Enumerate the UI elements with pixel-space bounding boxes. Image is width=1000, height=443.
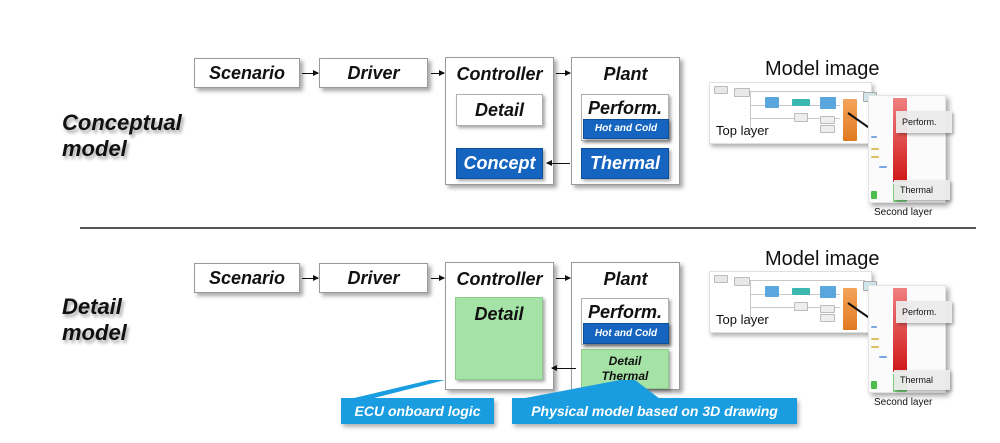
plant-block[interactable]: Plant Perform. Hot and Cold Thermal [571,57,680,185]
perform-tag: Perform. [896,111,952,133]
scenario-block[interactable]: Scenario [194,263,300,293]
label-line-1: Conceptual [62,110,182,135]
top-layer-label: Top layer [716,123,769,138]
controller-detail-block[interactable]: Detail [456,94,543,126]
callout-pointers [350,380,660,399]
arrow-controller-to-plant [556,275,571,281]
controller-block[interactable]: Controller Detail Concept [445,57,554,185]
label-line-1: Detail [62,294,122,319]
scenario-block[interactable]: Scenario [194,58,300,88]
top-layer-thumbnail: Top layer [709,82,877,144]
perform-label: Perform. [587,302,663,322]
label-line-2: model [62,136,127,161]
driver-label: Driver [347,63,400,83]
driver-block[interactable]: Driver [319,263,428,293]
arrow-scenario-to-driver [302,70,319,76]
section-divider [80,227,976,229]
driver-block[interactable]: Driver [319,58,428,88]
detail-thermal-line-1: Detail [608,354,642,368]
detail-thermal-line-2: Thermal [601,369,649,383]
top-layer-thumbnail: Top layer [709,271,877,333]
hot-and-cold-block[interactable]: Hot and Cold [583,119,669,139]
arrow-controller-to-plant [556,70,571,76]
model-image-title: Model image [765,58,880,80]
arrow-thermal-to-concept [546,160,570,166]
second-layer-label: Second layer [874,397,933,408]
controller-title: Controller [456,269,543,289]
physical-callout-pointer [520,380,660,399]
controller-concept-block[interactable]: Concept [456,148,543,179]
plant-title: Plant [603,269,648,289]
thermal-tag: Thermal [894,370,950,390]
ecu-onboard-logic-callout: ECU onboard logic [341,398,494,424]
plant-thermal-block[interactable]: Thermal [581,148,669,179]
label-line-2: model [62,320,127,345]
orange-bus-block [843,99,857,141]
arrow-driver-to-controller [431,275,445,281]
arrow-scenario-to-driver [302,275,319,281]
plant-block[interactable]: Plant Perform. Hot and Cold Detail Therm… [571,262,680,390]
arrow-driver-to-controller [431,70,445,76]
detail-model-label: Detail model [62,294,127,346]
second-layer-label: Second layer [874,207,933,218]
hot-and-cold-block[interactable]: Hot and Cold [583,323,669,344]
plant-title: Plant [603,64,648,84]
arrow-thermal-to-controller [551,365,576,371]
model-image-title: Model image [765,248,880,270]
physical-model-callout: Physical model based on 3D drawing [512,398,797,424]
ecu-callout-pointer [350,380,445,399]
controller-title: Controller [456,64,543,84]
driver-label: Driver [347,268,400,288]
controller-detail-block[interactable]: Detail [455,297,543,380]
scenario-label: Scenario [208,63,286,83]
orange-bus-block [843,288,857,330]
perform-tag: Perform. [896,301,952,323]
perform-label: Perform. [587,98,663,118]
scenario-label: Scenario [208,268,286,288]
thermal-tag: Thermal [894,180,950,200]
top-layer-label: Top layer [716,312,769,327]
conceptual-model-label: Conceptual model [62,110,182,162]
controller-block[interactable]: Controller Detail [445,262,554,390]
